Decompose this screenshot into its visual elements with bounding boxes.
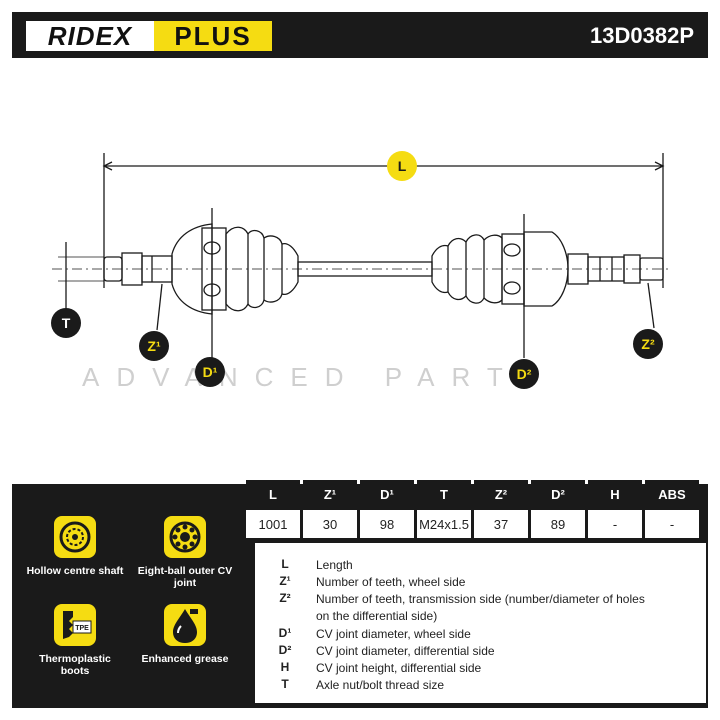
spec-header: Z² [474, 480, 528, 508]
spec-header: H [588, 480, 642, 508]
legend-text: CV joint diameter, differential side [316, 644, 495, 658]
label-Z2: Z² [641, 336, 655, 352]
feature-label: Enhanced grease [141, 653, 229, 665]
spec-header: D¹ [360, 480, 414, 508]
brand-logo-plus: PLUS [154, 21, 272, 51]
feature-label: Hollow centre shaft [26, 565, 124, 577]
tpe-boot-icon: TPE [54, 604, 96, 646]
part-number: 13D0382P [590, 23, 694, 48]
spec-value: - [645, 510, 699, 538]
tpe-icon-text: TPE [75, 625, 89, 632]
legend-text: Length [316, 558, 353, 572]
label-bubbles [51, 151, 663, 389]
feature-label: Thermoplastic boots [39, 653, 111, 677]
spec-header-row: L Z¹ D¹ T Z² D² H ABS [246, 480, 699, 508]
legend-text: CV joint diameter, wheel side [316, 627, 471, 641]
feature-grease: Enhanced grease [135, 603, 235, 665]
grease-icon [164, 604, 206, 646]
technical-drawing: ADVANCED PARTS [12, 58, 708, 484]
label-T: T [62, 315, 71, 331]
spec-value: 89 [531, 510, 585, 538]
header-bar: RIDEX PLUS 13D0382P [12, 12, 708, 58]
legend-symbol: H [280, 660, 290, 674]
hollow-shaft-icon [54, 516, 96, 558]
label-D2: D² [517, 366, 532, 382]
legend-symbol: Z¹ [279, 574, 291, 588]
spec-value: 1001 [246, 510, 300, 538]
label-L: L [398, 158, 407, 174]
spec-value: 30 [303, 510, 357, 538]
spec-header: ABS [645, 480, 699, 508]
brand-logo-ridex: RIDEX [26, 21, 154, 51]
legend-symbol: L [281, 557, 289, 571]
legend-text: Number of teeth, wheel side [316, 575, 466, 589]
spec-value-row: 1001 30 98 M24x1.5 37 89 - - [246, 510, 699, 538]
spec-header: D² [531, 480, 585, 508]
legend-box: L Length Z¹ Number of teeth, wheel side … [255, 543, 706, 703]
spec-value: 37 [474, 510, 528, 538]
spec-value: 98 [360, 510, 414, 538]
legend-text: Number of teeth, transmission side (numb… [316, 592, 645, 623]
legend-symbol: T [281, 677, 289, 691]
legend-text: Axle nut/bolt thread size [316, 678, 445, 692]
label-D1: D¹ [203, 364, 218, 380]
spec-value: M24x1.5 [417, 510, 471, 538]
legend-symbol: Z² [279, 591, 291, 605]
legend-symbol: D² [278, 643, 292, 657]
spec-header: L [246, 480, 300, 508]
spec-value: - [588, 510, 642, 538]
legend-text: CV joint height, differential side [316, 661, 482, 675]
legend-symbol: D¹ [278, 626, 292, 640]
drive-shaft-drawing: L T Z¹ D¹ D² Z² [51, 151, 668, 389]
label-Z1: Z¹ [147, 338, 161, 354]
ball-joint-icon [164, 516, 206, 558]
feature-ball-joint: Eight-ball outer CV joint [135, 515, 235, 589]
feature-label: Eight-ball outer CV joint [137, 565, 233, 589]
spec-table: L Z¹ D¹ T Z² D² H ABS 1001 30 98 M24x1.5… [243, 478, 702, 540]
watermark: ADVANCED PARTS [82, 362, 555, 392]
spec-header: T [417, 480, 471, 508]
spec-header: Z¹ [303, 480, 357, 508]
feature-hollow-shaft: Hollow centre shaft [25, 515, 125, 577]
feature-tpe-boots: TPE Thermoplastic boots [25, 603, 125, 677]
